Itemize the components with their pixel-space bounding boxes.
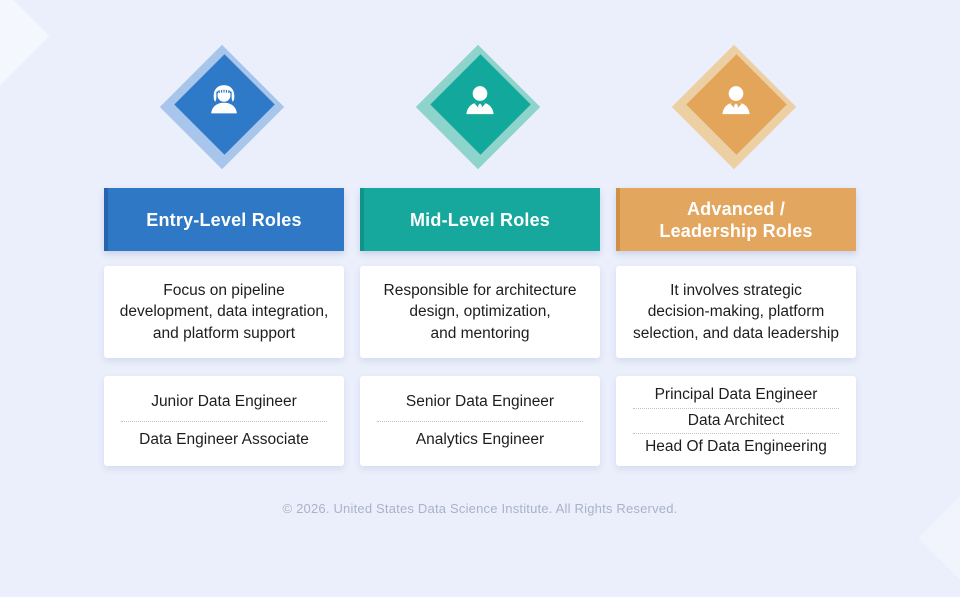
role-item: Principal Data Engineer	[654, 386, 818, 404]
corner-decoration-top-left	[0, 0, 50, 96]
role-item: Data Architect	[687, 412, 785, 429]
column-entry-level: Entry-Level Roles Focus on pipeline deve…	[104, 0, 344, 540]
mid-level-roles-card: Senior Data Engineer Analytics Engineer	[360, 376, 600, 466]
dotted-divider	[632, 407, 840, 409]
female-person-icon	[211, 85, 237, 114]
role-item: Senior Data Engineer	[405, 392, 555, 410]
column-advanced-leadership: Advanced / Leadership Roles It involves …	[616, 0, 856, 540]
role-item: Analytics Engineer	[415, 431, 545, 449]
role-item: Junior Data Engineer	[151, 392, 297, 410]
advanced-title: Advanced / Leadership Roles	[659, 198, 813, 241]
entry-level-roles-card: Junior Data Engineer Data Engineer Assoc…	[104, 376, 344, 466]
role-item: Data Engineer Associate	[139, 431, 309, 449]
male-person-icon	[466, 86, 494, 115]
role-item: Head Of Data Engineering	[645, 437, 827, 455]
mid-level-header-banner: Mid-Level Roles	[360, 188, 600, 251]
entry-level-diamond-badge	[159, 41, 287, 170]
advanced-header-banner: Advanced / Leadership Roles	[616, 188, 856, 251]
advanced-description: It involves strategic decision-making, p…	[633, 281, 839, 342]
column-mid-level: Mid-Level Roles Responsible for architec…	[360, 0, 600, 540]
dotted-divider	[120, 420, 328, 422]
mid-level-description: Responsible for architecture design, opt…	[383, 281, 577, 342]
male-person-icon	[722, 86, 750, 115]
corner-decoration-bottom-right	[918, 478, 960, 597]
entry-level-title: Entry-Level Roles	[146, 209, 302, 230]
dotted-divider	[632, 433, 840, 435]
entry-level-description-card: Focus on pipeline development, data inte…	[104, 266, 344, 358]
entry-level-description: Focus on pipeline development, data inte…	[119, 281, 329, 342]
mid-level-title: Mid-Level Roles	[409, 209, 551, 230]
copyright-footer: © 2026. United States Data Science Insti…	[282, 501, 678, 516]
advanced-diamond-badge	[671, 41, 799, 170]
entry-level-header-banner: Entry-Level Roles	[104, 188, 344, 251]
mid-level-description-card: Responsible for architecture design, opt…	[360, 266, 600, 358]
mid-level-diamond-badge	[415, 41, 543, 170]
dotted-divider	[376, 420, 584, 422]
advanced-description-card: It involves strategic decision-making, p…	[616, 266, 856, 358]
advanced-roles-card: Principal Data Engineer Data Architect H…	[616, 376, 856, 466]
